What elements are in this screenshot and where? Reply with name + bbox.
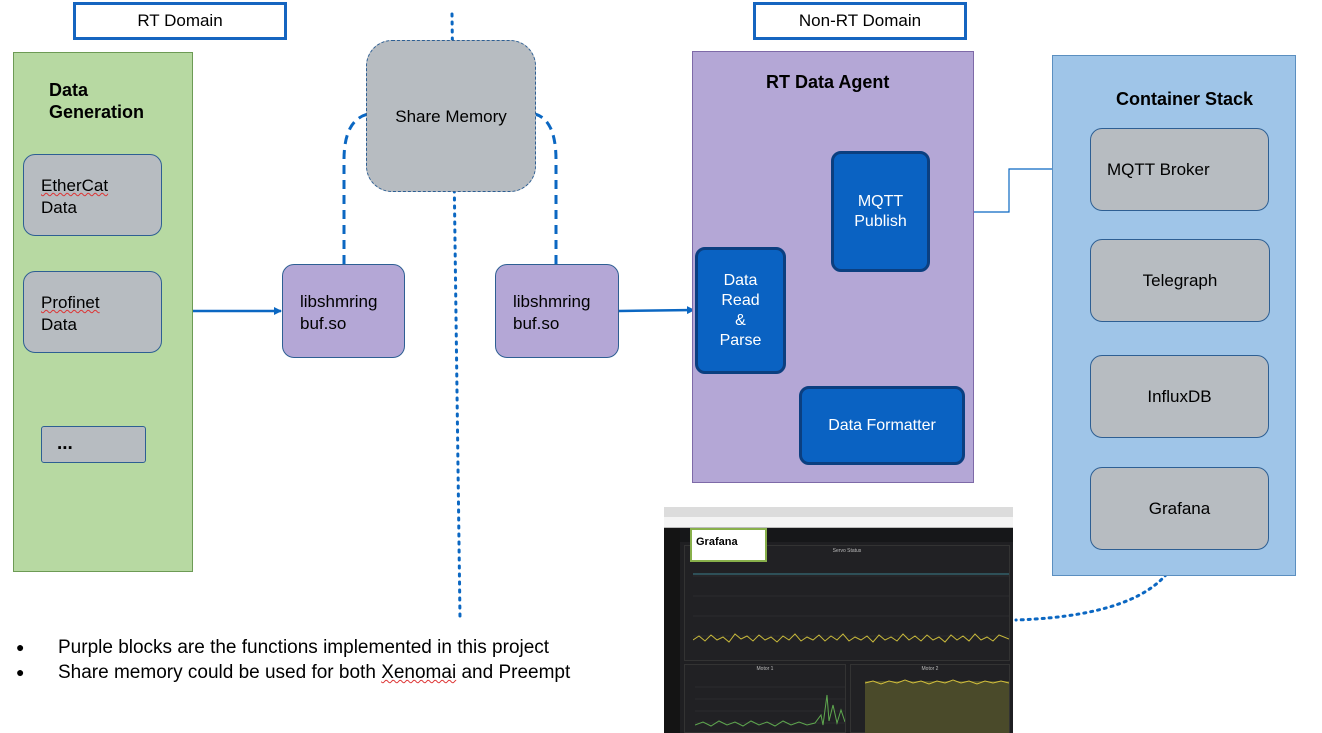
more-sources-box: ... — [41, 426, 146, 463]
servo-status-panel: Servo Status — [684, 545, 1010, 661]
data-generation-panel: Data Generation EtherCat Data Profinet D… — [13, 52, 193, 572]
rt-data-agent-title: RT Data Agent — [766, 72, 890, 92]
non-rt-domain-label: Non-RT Domain — [753, 2, 967, 40]
libshmringbuf-right-line2: buf.so — [513, 314, 560, 333]
motor1-title: Motor 1 — [756, 666, 774, 672]
ethercat-label: EtherCat — [41, 176, 109, 195]
motor2-title: Motor 2 — [921, 666, 939, 672]
data-read-parse-box: Data Read & Parse — [695, 247, 786, 374]
libshmringbuf-left-line1: libshmring — [300, 292, 378, 311]
data-read-line3: & — [735, 311, 746, 329]
note-row-1: ● Purple blocks are the functions implem… — [14, 635, 570, 660]
note-row-2: ● Share memory could be used for both Xe… — [14, 660, 570, 685]
telegraph-box: Telegraph — [1090, 239, 1270, 322]
bullet-2: ● — [16, 664, 25, 680]
data-read-line1: Data — [723, 271, 758, 289]
grafana-screenshot-label: Grafana — [690, 528, 767, 562]
servo-status-title: Servo Status — [832, 548, 862, 554]
mqtt-publish-box: MQTT Publish — [831, 151, 930, 272]
data-generation-title-line1: Data — [49, 80, 89, 100]
influxdb-box: InfluxDB — [1090, 355, 1269, 438]
dashed-link-right — [534, 112, 558, 264]
rt-domain-label: RT Domain — [73, 2, 287, 40]
mqtt-broker-box: MQTT Broker — [1090, 128, 1269, 211]
libshmringbuf-right-line1: libshmring — [513, 292, 591, 311]
motor2-panel: Motor 2 — [850, 664, 1010, 733]
motor2-graph — [865, 679, 1009, 733]
arrow-lib-to-agent — [618, 306, 695, 315]
notes: ● Purple blocks are the functions implem… — [14, 635, 570, 685]
libshmringbuf-right-box: libshmring buf.so — [495, 264, 619, 358]
grafana-sidebar — [664, 528, 680, 733]
profinet-data-box: Profinet Data — [23, 271, 162, 353]
note-2-part1: Share memory could be used for both — [58, 662, 382, 683]
dashed-link-left — [342, 112, 369, 264]
data-formatter-box: Data Formatter — [799, 386, 965, 465]
domain-divider — [450, 12, 462, 620]
ethercat-data-label: Data — [41, 198, 77, 217]
libshmringbuf-left-box: libshmring buf.so — [282, 264, 405, 358]
share-memory-box: Share Memory — [366, 40, 536, 192]
bullet-1: ● — [16, 639, 25, 655]
container-stack-title: Container Stack — [1116, 89, 1254, 109]
servo-status-graph — [693, 573, 1009, 643]
mqtt-publish-line1: MQTT — [857, 192, 904, 210]
profinet-label: Profinet — [41, 293, 100, 312]
data-generation-title-line2: Generation — [49, 102, 145, 122]
libshmringbuf-left-line2: buf.so — [300, 314, 347, 333]
browser-tab-bar — [664, 507, 1013, 517]
mqtt-publish-line2: Publish — [854, 212, 907, 230]
data-read-line4: Parse — [719, 331, 762, 349]
note-2-part3: and Preempt — [456, 662, 571, 683]
note-2: Share memory could be used for both Xeno… — [58, 660, 570, 685]
grafana-box: Grafana — [1090, 467, 1269, 550]
browser-url-bar — [664, 517, 1013, 528]
ethercat-data-box: EtherCat Data — [23, 154, 162, 236]
motor1-graph — [695, 686, 845, 727]
note-2-xenomai: Xenomai — [381, 662, 457, 683]
data-generation-title: Data Generation — [49, 79, 144, 123]
data-read-line2: Read — [721, 291, 760, 309]
motor1-panel: Motor 1 — [684, 664, 846, 733]
note-1: Purple blocks are the functions implemen… — [58, 637, 550, 658]
grafana-dashboard-screenshot: Servo Status Motor 1 Motor 2 Grafana — [664, 507, 1013, 733]
profinet-data-label: Data — [41, 315, 77, 334]
